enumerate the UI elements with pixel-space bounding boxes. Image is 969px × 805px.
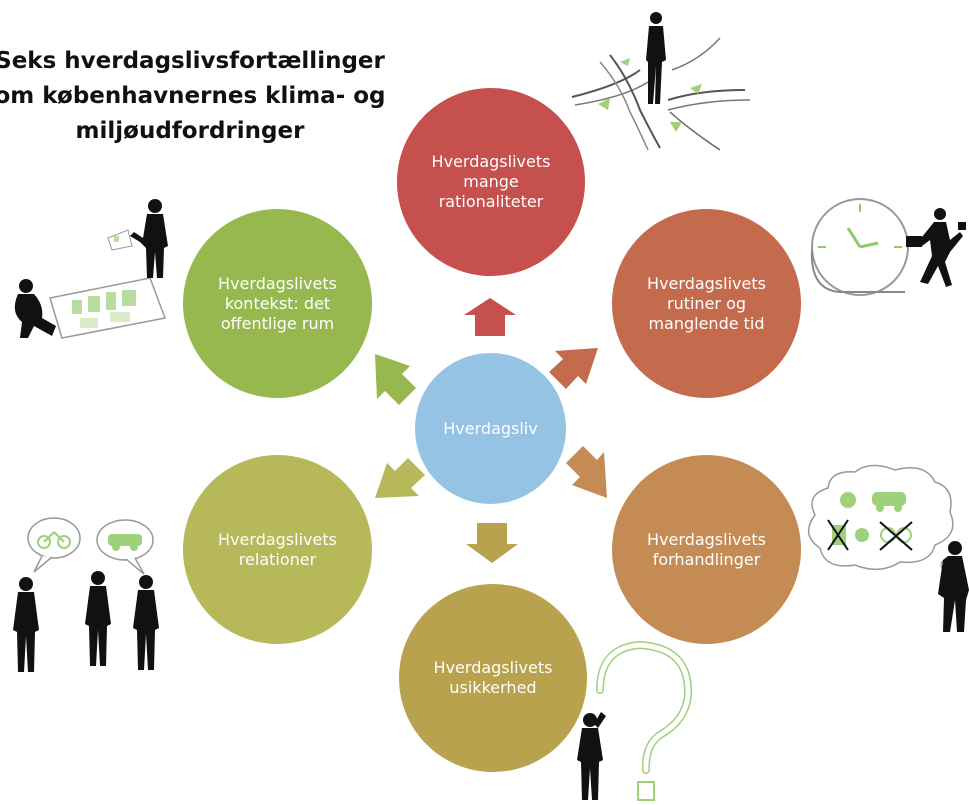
node-rutiner-label: Hverdagslivets rutiner og manglende tid [647,273,766,333]
node-forhandlinger-label: Hverdagslivets forhandlinger [647,529,766,569]
arrow-down-right [566,446,607,498]
arrow-up-left [375,354,416,405]
node-rutiner: Hverdagslivets rutiner og manglende tid [612,209,801,398]
talking-people-icon [13,517,159,672]
arrow-up-right [549,348,598,389]
node-forhandlinger: Hverdagslivets forhandlinger [612,455,801,644]
node-relationer-label: Hverdagslivets relationer [218,529,337,569]
title-line-3: miljøudfordringer [75,118,305,144]
center-node: Hverdagsliv [415,353,566,504]
node-kontekst-label: Hverdagslivets kontekst: det offentlige … [218,273,337,333]
diagram-title: Seks hverdagslivsfortællinger om københa… [0,44,390,149]
node-rationaliteter-label: Hverdagslivets mange rationaliteter [431,152,551,211]
crossroads-person-icon [571,12,751,151]
arrows [375,298,607,563]
map-people-icon [14,199,168,339]
center-node-label: Hverdagsliv [443,418,538,438]
question-mark-person-icon [577,640,693,801]
thought-bubble-person-icon [807,464,969,632]
title-line-2: om københavnernes klima- og [0,83,386,109]
node-relationer: Hverdagslivets relationer [183,455,372,644]
arrow-down [466,523,518,563]
node-kontekst: Hverdagslivets kontekst: det offentlige … [183,209,372,398]
node-usikkerhed-label: Hverdagslivets usikkerhed [433,658,553,697]
node-usikkerhed: Hverdagslivets usikkerhed [399,584,587,772]
title-line-1: Seks hverdagslivsfortællinger [0,48,385,74]
arrow-up [464,298,516,336]
node-rationaliteter: Hverdagslivets mange rationaliteter [397,88,585,276]
clock-running-person-icon [810,198,966,296]
arrow-down-left [375,458,425,498]
